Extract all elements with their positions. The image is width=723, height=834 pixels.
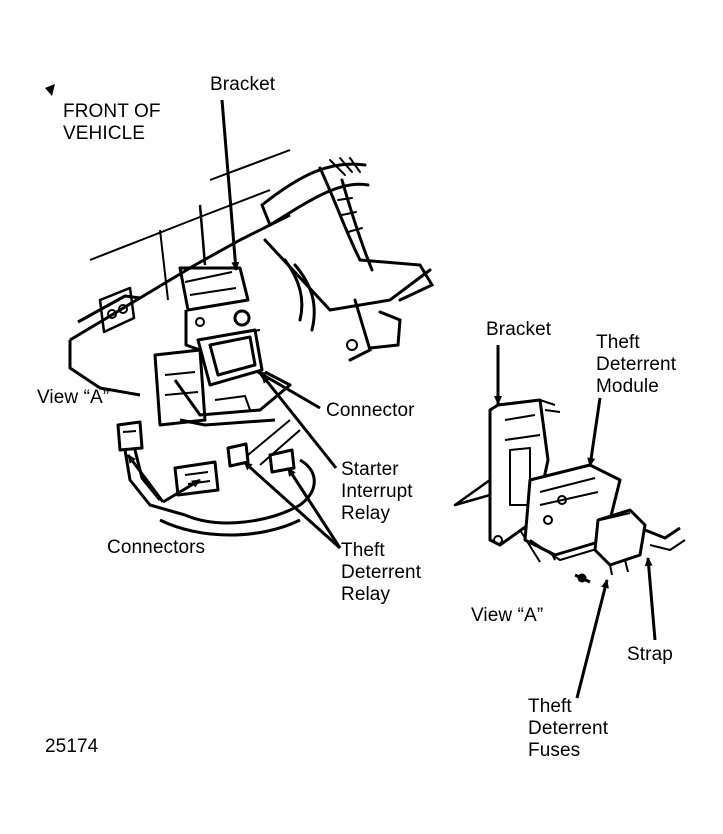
theft-deterrent-module-line-3: Module (596, 376, 659, 397)
front-of-vehicle-line-2: VEHICLE (63, 123, 146, 144)
theft-relay-leader-1 (242, 460, 342, 550)
starter-interrupt-relay-line-3: Relay (341, 503, 391, 524)
loose-connectors (116, 419, 316, 537)
theft-deterrent-fuses-line-3: Fuses (528, 740, 581, 761)
connectors-leader-2 (162, 478, 201, 504)
view-a-right-label: View “A” (471, 605, 544, 626)
theft-relay-leader-2 (286, 467, 342, 549)
front-of-vehicle-label: FRONT OF VEHICLE (63, 101, 161, 145)
theft-deterrent-relay-label: Theft Deterrent Relay (341, 540, 421, 606)
front-of-vehicle-line-1: FRONT OF (63, 101, 161, 122)
strap-leader (644, 557, 657, 641)
leader-lines (126, 99, 657, 699)
theft-deterrent-relay-line-1: Theft (341, 540, 385, 561)
front-direction-icon (45, 84, 55, 96)
connector-label: Connector (326, 400, 415, 421)
wiring-harness (260, 157, 435, 362)
starter-interrupt-relay-label: Starter Interrupt Relay (341, 459, 413, 525)
theft-deterrent-relay-line-2: Deterrent (341, 562, 422, 583)
theft-deterrent-fuses-line-2: Deterrent (528, 718, 609, 739)
view-a-left-label: View “A” (37, 387, 110, 408)
starter-relay-leader (260, 374, 338, 469)
theft-deterrent-module-body (523, 463, 686, 584)
vehicle-body-panel (68, 149, 291, 397)
bracket-left-label: Bracket (210, 74, 276, 95)
relay-bracket-assembly (153, 266, 292, 427)
bracket-right-label: Bracket (486, 319, 552, 340)
starter-interrupt-relay-line-1: Starter (341, 459, 399, 480)
connectors-leader-1 (126, 454, 165, 503)
connectors-label: Connectors (107, 537, 206, 558)
bracket-leader (220, 99, 240, 271)
theft-deterrent-fuses-line-1: Theft (528, 696, 572, 717)
figure-number: 25174 (45, 736, 99, 757)
starter-interrupt-relay-line-2: Interrupt (341, 481, 413, 502)
theft-deterrent-module-line-1: Theft (596, 332, 640, 353)
theft-deterrent-fuses-label: Theft Deterrent Fuses (528, 696, 608, 762)
strap-label: Strap (627, 644, 673, 665)
theft-deterrent-module-label: Theft Deterrent Module (596, 332, 676, 398)
theft-deterrent-module-line-2: Deterrent (596, 354, 677, 375)
fuses-leader (575, 579, 609, 699)
module-leader (587, 397, 602, 467)
theft-deterrent-relay-line-3: Relay (341, 584, 391, 605)
